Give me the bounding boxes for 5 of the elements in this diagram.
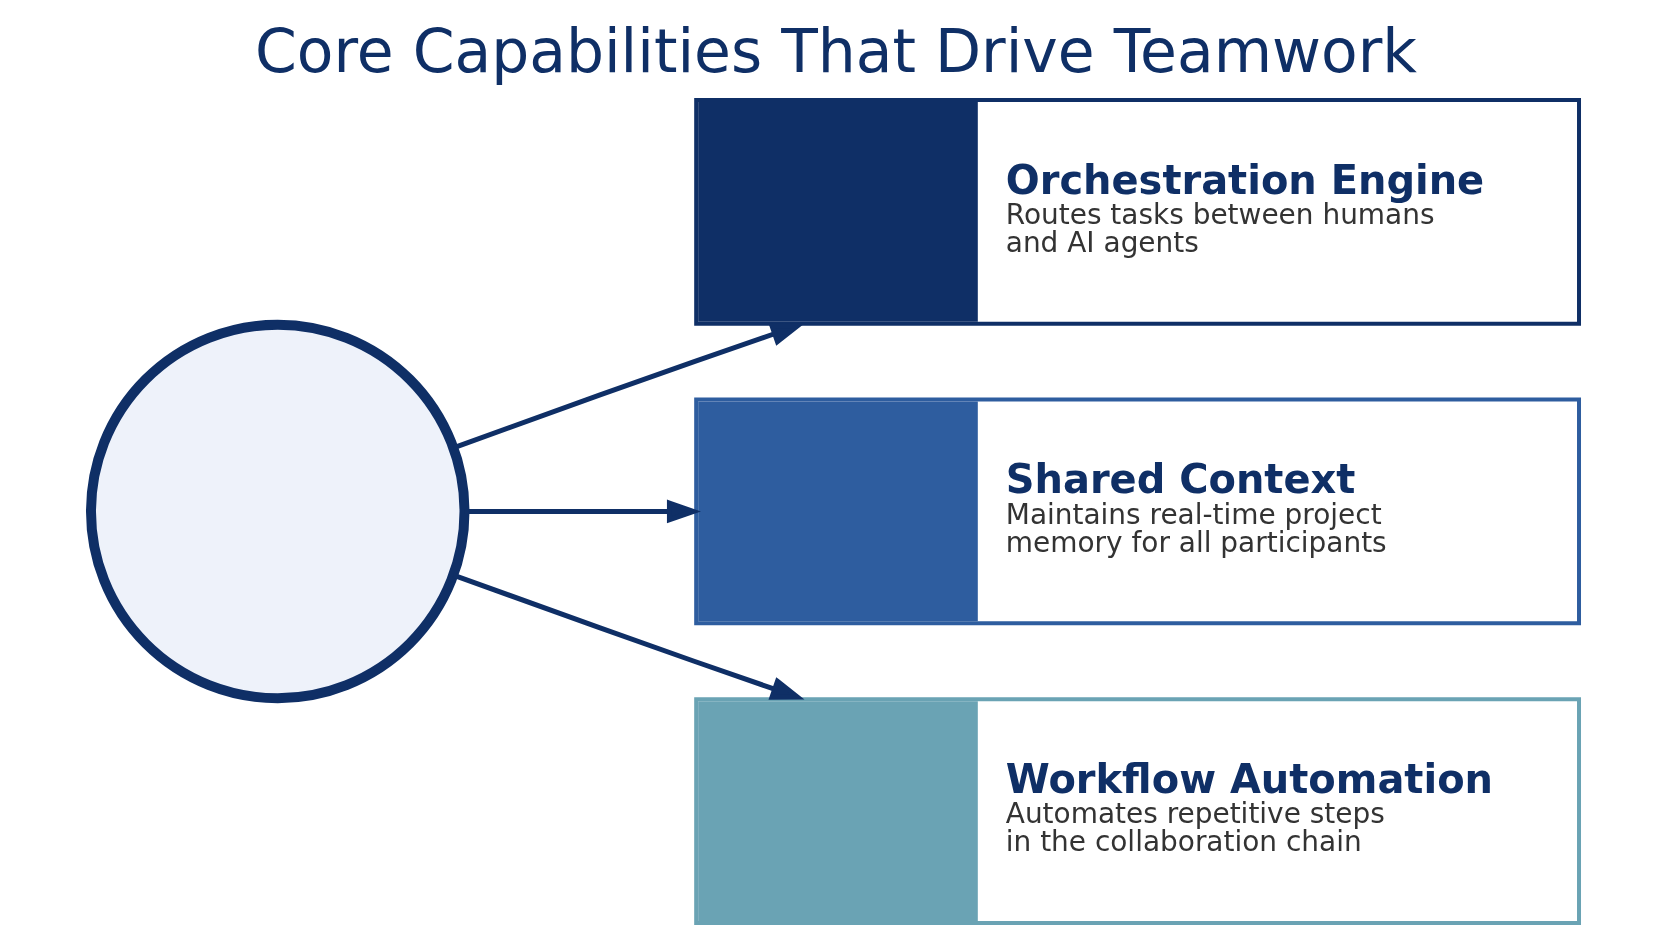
node-circle bbox=[86, 319, 470, 704]
node-box: Orchestration Engine Routes tasks between humans and AI agents bbox=[694, 98, 1581, 326]
diagram-title: Core Capabilities That Drive Teamwork bbox=[254, 16, 1418, 87]
node-box: Workflow Automation Automates repetitive steps in the collaboration chain bbox=[694, 697, 1581, 925]
node-box: Shared Context Maintains real-time project memory for all participants bbox=[694, 397, 1581, 626]
